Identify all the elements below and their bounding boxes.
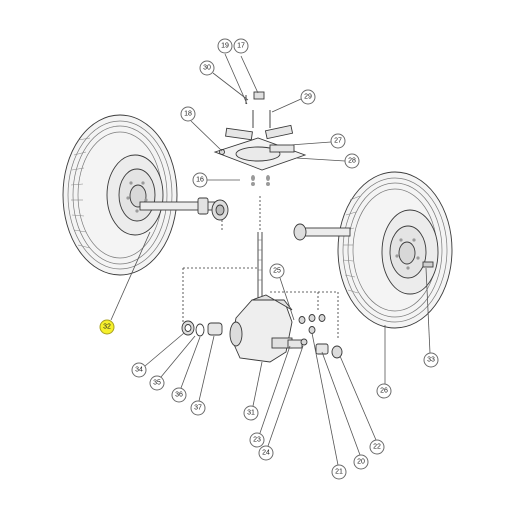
svg-text:31: 31 <box>247 410 255 417</box>
svg-text:30: 30 <box>203 65 211 72</box>
svg-text:36: 36 <box>175 392 183 399</box>
callout-20: 20 <box>353 454 369 470</box>
gearbox-housing <box>229 232 303 363</box>
svg-text:23: 23 <box>253 437 261 444</box>
assembly-guide-lines <box>182 196 339 340</box>
svg-text:16: 16 <box>196 177 204 184</box>
svg-text:28: 28 <box>348 158 356 165</box>
mounting-plate <box>213 91 307 186</box>
callout-29: 29 <box>300 89 316 105</box>
callout-37: 37 <box>190 400 206 416</box>
svg-text:26: 26 <box>380 388 388 395</box>
callout-28: 28 <box>344 153 360 169</box>
svg-text:24: 24 <box>262 450 270 457</box>
svg-text:17: 17 <box>237 43 245 50</box>
callout-22: 22 <box>369 439 385 455</box>
right-axle-shaft <box>293 223 351 241</box>
callout-36: 36 <box>171 387 187 403</box>
svg-text:35: 35 <box>153 380 161 387</box>
callout-35: 35 <box>149 375 165 391</box>
svg-text:27: 27 <box>334 138 342 145</box>
callout-19: 19 <box>217 38 233 54</box>
svg-text:32: 32 <box>103 324 111 331</box>
callout-34: 34 <box>131 362 147 378</box>
callout-31: 31 <box>243 405 259 421</box>
svg-text:37: 37 <box>194 405 202 412</box>
svg-text:33: 33 <box>427 357 435 364</box>
callout-24: 24 <box>258 445 274 461</box>
callout-32-highlighted: 32 <box>99 319 115 335</box>
svg-text:19: 19 <box>221 43 229 50</box>
svg-text:18: 18 <box>184 111 192 118</box>
svg-text:25: 25 <box>273 268 281 275</box>
callout-26: 26 <box>376 383 392 399</box>
right-wheel <box>337 171 453 329</box>
svg-text:22: 22 <box>373 444 381 451</box>
svg-text:29: 29 <box>304 94 312 101</box>
callout-25: 25 <box>269 263 285 279</box>
callout-16: 16 <box>192 172 208 188</box>
callout-18: 18 <box>180 106 196 122</box>
left-seal-parts <box>181 320 223 337</box>
callout-23: 23 <box>249 432 265 448</box>
svg-text:34: 34 <box>135 367 143 374</box>
right-seal-parts <box>298 314 343 359</box>
left-axle-shaft <box>139 197 229 221</box>
callout-17: 17 <box>233 38 249 54</box>
left-wheel <box>62 114 178 276</box>
svg-text:20: 20 <box>357 459 365 466</box>
callout-27: 27 <box>330 133 346 149</box>
callouts: 17 19 30 29 18 27 <box>99 38 439 480</box>
callout-30: 30 <box>199 60 215 76</box>
svg-text:21: 21 <box>335 469 343 476</box>
callout-33: 33 <box>423 352 439 368</box>
callout-21: 21 <box>331 464 347 480</box>
